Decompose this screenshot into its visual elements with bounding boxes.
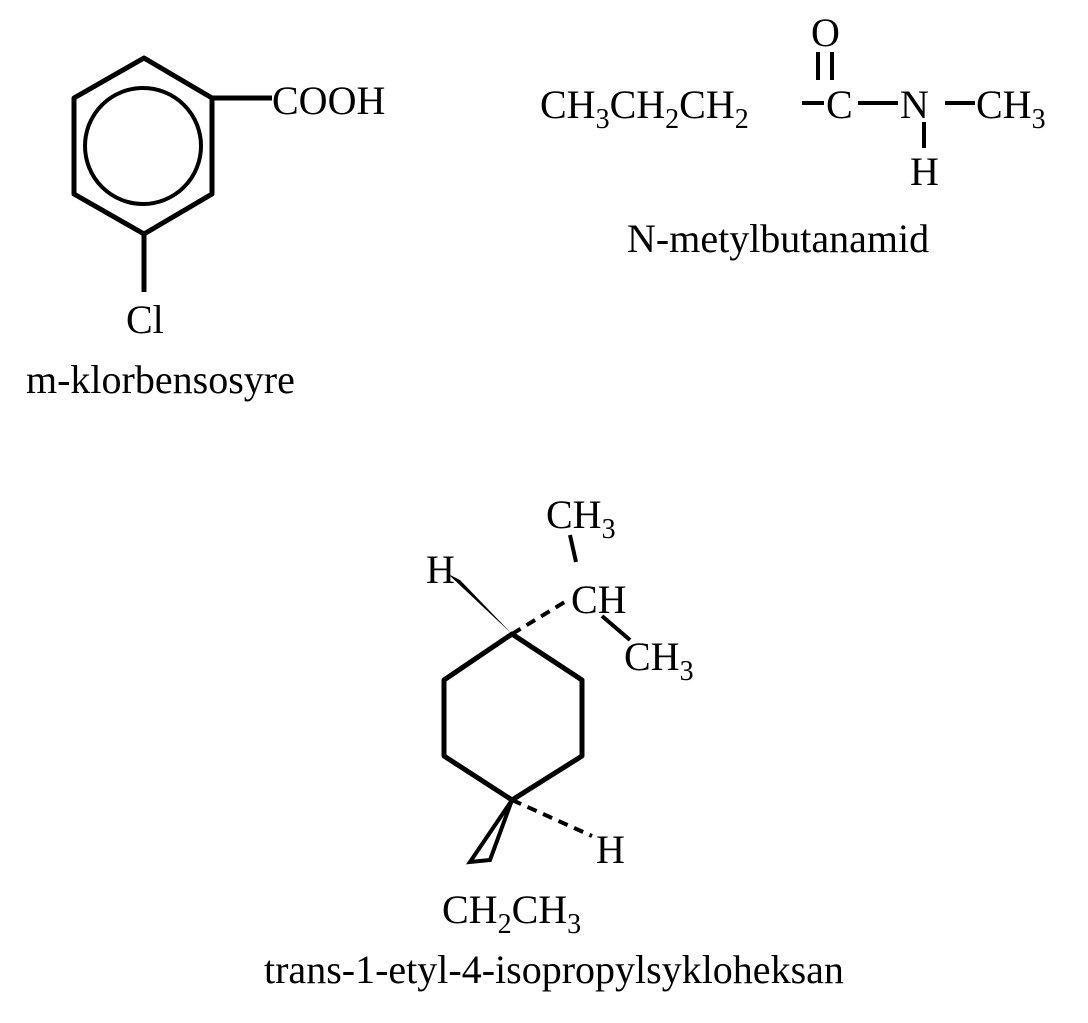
isopropyl-top-ch3-label: CH3: [546, 492, 616, 545]
wedge-bond-to-upper-h: [448, 574, 512, 634]
dashed-bond-to-lower-h: [511, 798, 593, 838]
bond-ch-to-bottom-ch3: [600, 614, 632, 642]
cyclohexane-ring: [441, 631, 585, 803]
cooh-label: COOH: [272, 78, 385, 123]
ethyl-label: CH2CH3: [442, 887, 581, 940]
aromatic-circle: [83, 86, 203, 206]
amide-carbon-label: C: [826, 82, 853, 127]
amide-hydrogen-label: H: [910, 149, 939, 194]
cyclohexane-name: trans-1-etyl-4-isopropylsykloheksan: [264, 947, 844, 992]
stereo-bonds: [448, 534, 632, 865]
bond-ch-to-top-ch3: [568, 534, 578, 563]
chlorobenzoic-acid-structure: [71, 55, 272, 292]
upper-hydrogen-label: H: [426, 547, 455, 592]
amide-name: N-metylbutanamid: [627, 216, 929, 261]
amide-methyl-label: CH3: [976, 82, 1046, 135]
chlorine-label: Cl: [126, 297, 164, 342]
isopropyl-bottom-ch3-label: CH3: [624, 634, 694, 687]
dashed-bond-to-ch: [510, 598, 570, 636]
lower-hydrogen-label: H: [596, 827, 625, 872]
isopropyl-ch-label: CH: [571, 577, 627, 622]
chlorobenzoic-name: m-klorbensosyre: [26, 357, 295, 402]
wedge-bond-to-ethyl: [465, 798, 514, 865]
amide-nitrogen-label: N: [900, 82, 929, 127]
amide-bonds: [802, 52, 975, 148]
amide-oxygen-label: O: [811, 10, 840, 55]
cyclohexane-structure: [441, 631, 585, 803]
amide-chain-label: CH3CH2CH2: [540, 82, 749, 135]
benzene-ring: [71, 55, 215, 237]
